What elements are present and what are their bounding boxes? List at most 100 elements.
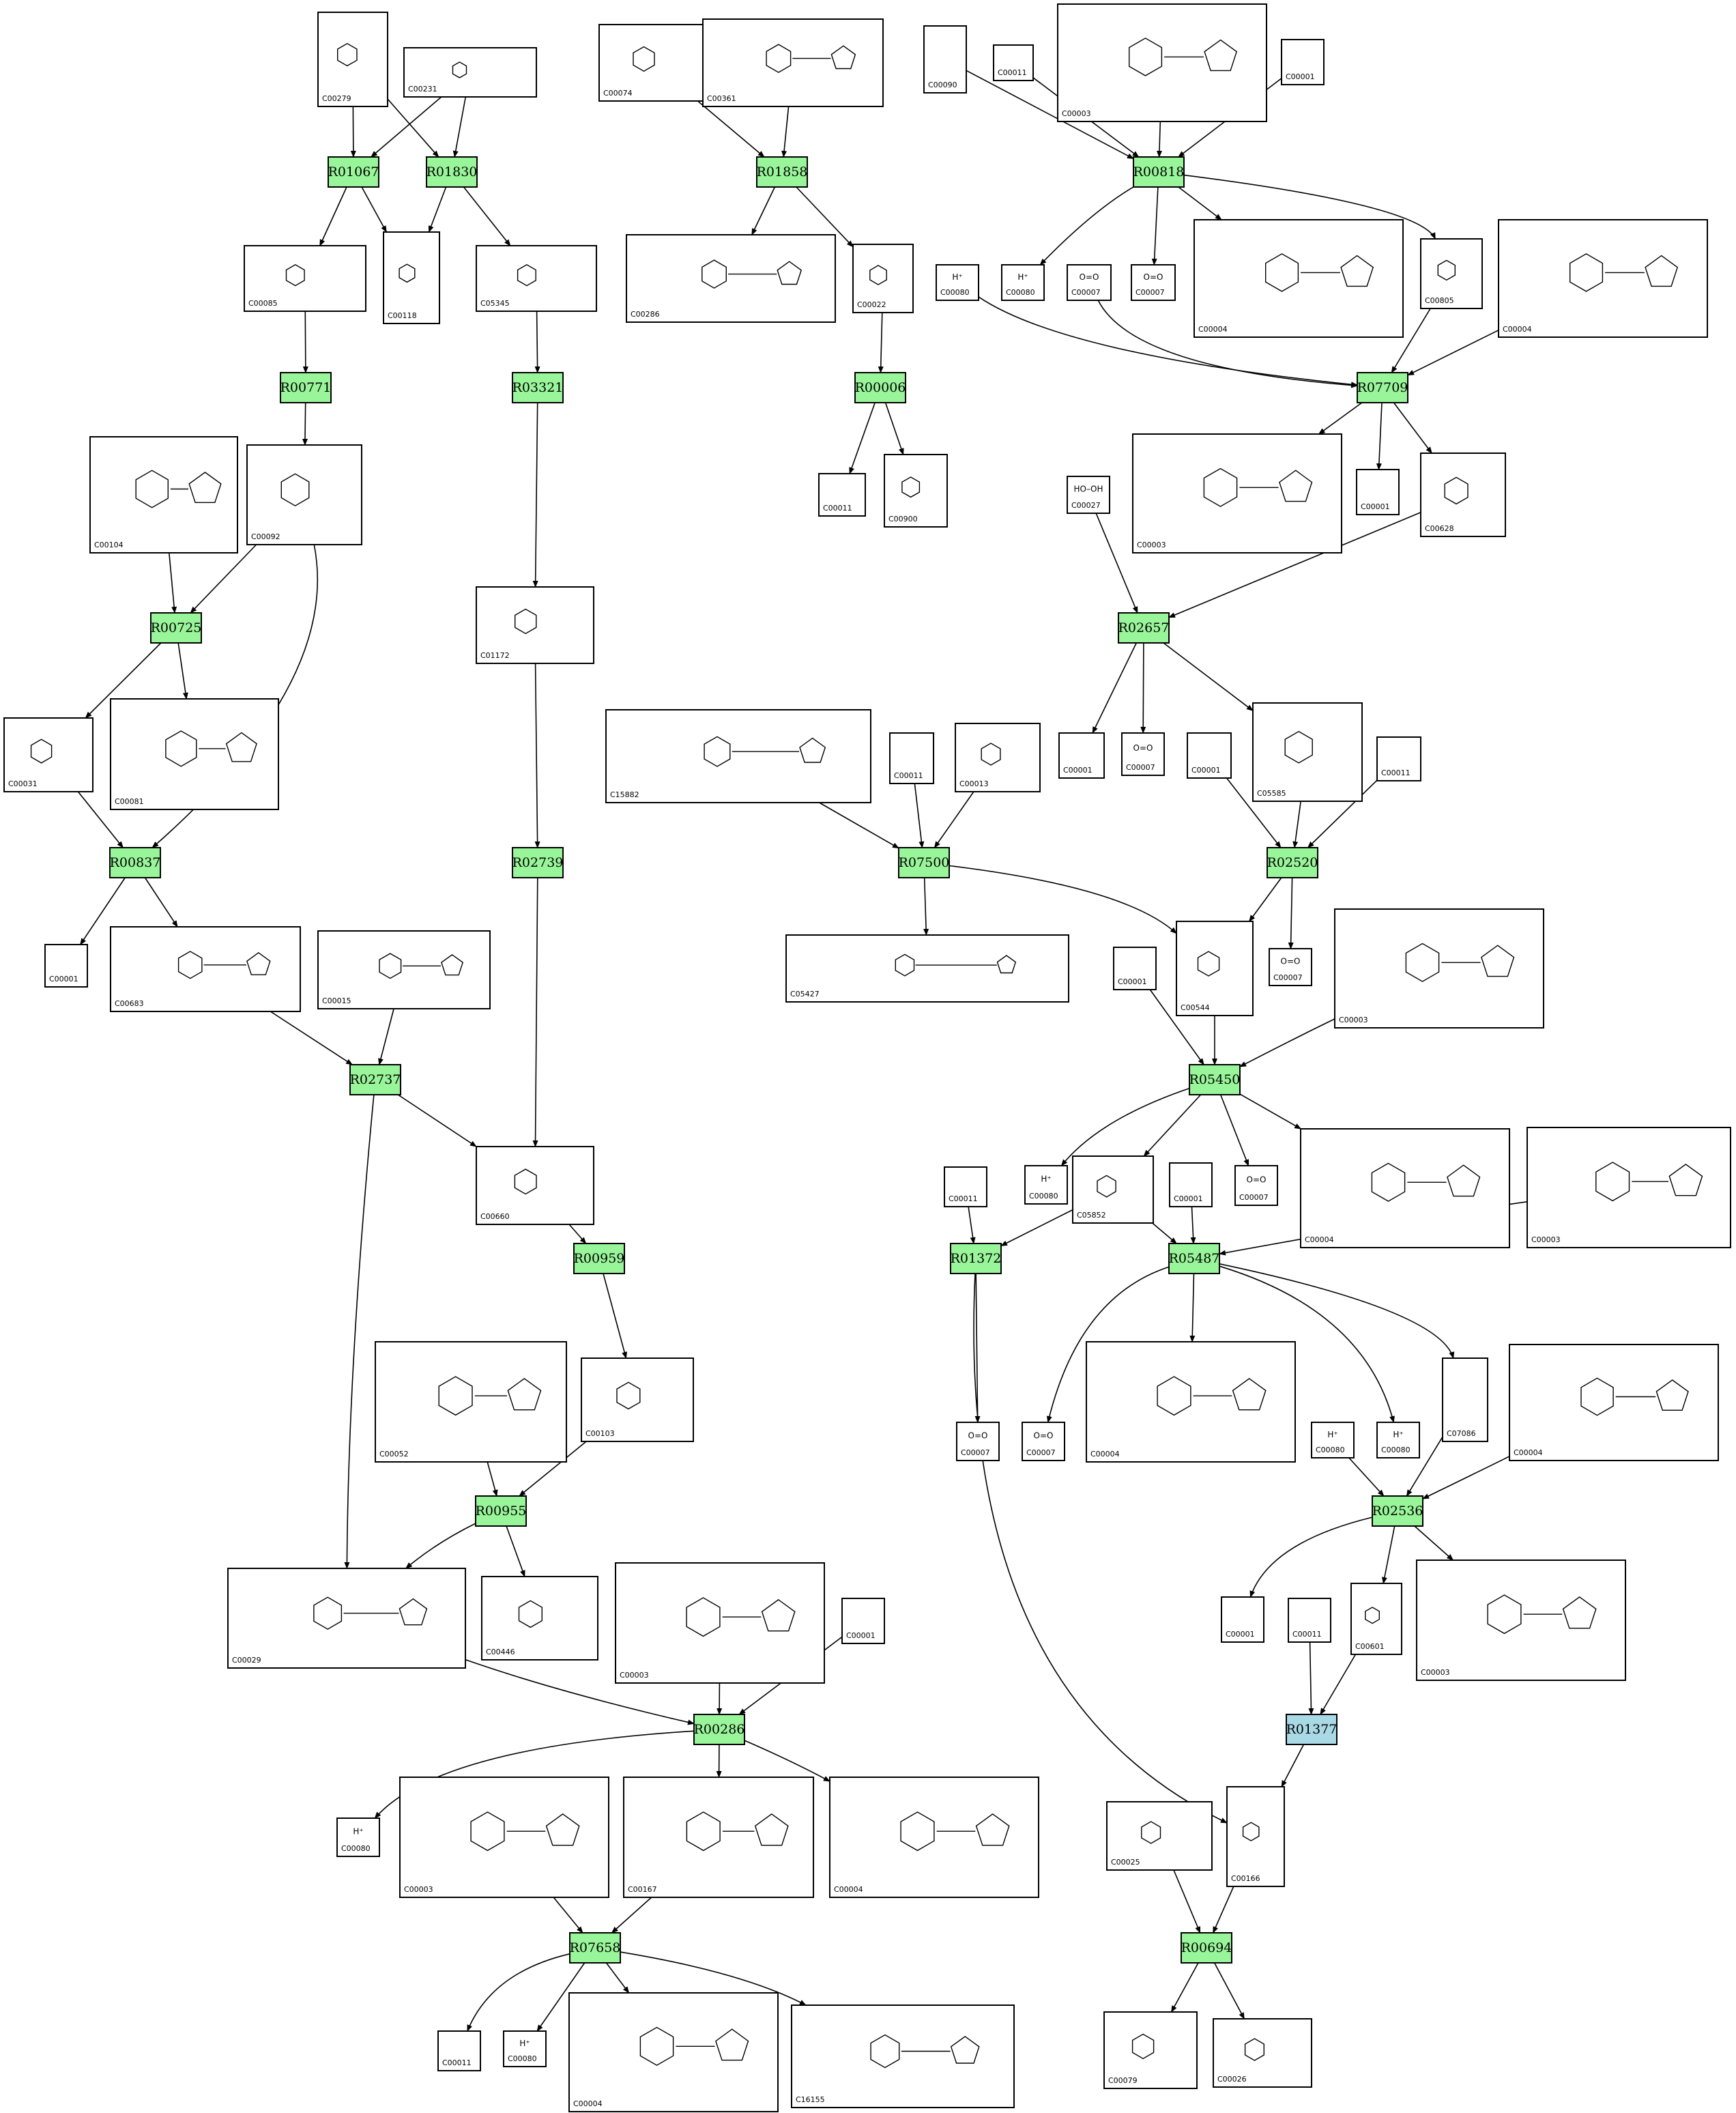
compound-c00601[interactable]: C00601: [1350, 1583, 1402, 1655]
reaction-r02737[interactable]: R02737: [349, 1064, 401, 1095]
compound-c00074[interactable]: C00074: [598, 24, 706, 102]
reaction-r00771[interactable]: R00771: [280, 372, 332, 403]
compound-c00079[interactable]: C00079: [1103, 2011, 1198, 2089]
compound-c00001[interactable]: C00001: [1187, 732, 1232, 779]
compound-c00011[interactable]: C00011: [1288, 1598, 1331, 1643]
compound-c00031[interactable]: C00031: [3, 717, 93, 792]
compound-c00001[interactable]: C00001: [841, 1598, 885, 1644]
reaction-r00694[interactable]: R00694: [1181, 1932, 1232, 1964]
compound-c00003[interactable]: C00003: [1132, 433, 1342, 554]
compound-c00011[interactable]: C00011: [437, 2030, 481, 2071]
reaction-r05450[interactable]: R05450: [1189, 1064, 1241, 1095]
compound-c07086[interactable]: C07086: [1442, 1357, 1488, 1442]
compound-c00026[interactable]: C00026: [1213, 2018, 1312, 2088]
reaction-r00006[interactable]: R00006: [854, 372, 906, 403]
reaction-r01858[interactable]: R01858: [756, 156, 808, 188]
compound-c00001[interactable]: C00001: [1169, 1162, 1213, 1207]
compound-c00001[interactable]: C00001: [1113, 947, 1157, 990]
reaction-r03321[interactable]: R03321: [512, 372, 564, 403]
compound-c00166[interactable]: C00166: [1226, 1786, 1285, 1887]
reaction-r02536[interactable]: R02536: [1372, 1495, 1423, 1527]
compound-c00683[interactable]: C00683: [110, 926, 301, 1012]
compound-c00103[interactable]: C00103: [581, 1357, 694, 1442]
compound-c00080[interactable]: H⁺C00080: [1024, 1165, 1068, 1205]
compound-c00013[interactable]: C00013: [955, 723, 1041, 792]
compound-c00004[interactable]: C00004: [1498, 219, 1708, 338]
compound-c01172[interactable]: C01172: [476, 586, 594, 664]
compound-c05345[interactable]: C05345: [476, 245, 597, 312]
reaction-r01067[interactable]: R01067: [328, 156, 379, 188]
compound-c15882[interactable]: C15882: [605, 709, 871, 803]
compound-c00011[interactable]: C00011: [944, 1166, 987, 1207]
compound-c00004[interactable]: C00004: [829, 1777, 1039, 1898]
compound-c00022[interactable]: C00022: [852, 244, 914, 313]
compound-c00003[interactable]: C00003: [1057, 3, 1267, 122]
compound-c00015[interactable]: C00015: [317, 930, 491, 1009]
compound-c00118[interactable]: C00118: [383, 231, 440, 324]
compound-c00001[interactable]: C00001: [44, 944, 88, 988]
compound-c05852[interactable]: C05852: [1072, 1155, 1154, 1224]
compound-c00279[interactable]: C00279: [317, 12, 388, 107]
compound-c00231[interactable]: C00231: [403, 47, 537, 98]
compound-c00080[interactable]: H⁺C00080: [503, 2030, 547, 2067]
reaction-r02520[interactable]: R02520: [1267, 847, 1318, 878]
compound-c00001[interactable]: C00001: [1356, 469, 1400, 515]
reaction-r00959[interactable]: R00959: [573, 1243, 625, 1274]
compound-c00001[interactable]: C00001: [1281, 39, 1325, 85]
compound-c00004[interactable]: C00004: [568, 1992, 779, 2112]
compound-c00004[interactable]: C00004: [1300, 1128, 1510, 1248]
reaction-r00286[interactable]: R00286: [693, 1714, 745, 1745]
compound-c00003[interactable]: C00003: [615, 1562, 825, 1684]
compound-c00004[interactable]: C00004: [1509, 1344, 1719, 1461]
compound-c00003[interactable]: C00003: [399, 1777, 609, 1898]
compound-c00011[interactable]: C00011: [993, 44, 1034, 81]
reaction-r07709[interactable]: R07709: [1357, 372, 1408, 403]
reaction-r01830[interactable]: R01830: [426, 156, 478, 188]
reaction-r00837[interactable]: R00837: [109, 847, 161, 878]
compound-c00544[interactable]: C00544: [1176, 921, 1254, 1016]
compound-c00080[interactable]: H⁺C00080: [936, 264, 979, 301]
compound-c00092[interactable]: C00092: [246, 444, 362, 545]
compound-c00660[interactable]: C00660: [476, 1146, 594, 1225]
compound-c00003[interactable]: C00003: [1527, 1127, 1731, 1248]
compound-c00080[interactable]: H⁺C00080: [1001, 264, 1045, 301]
compound-c16155[interactable]: C16155: [791, 2004, 1015, 2108]
compound-c00003[interactable]: C00003: [1334, 908, 1544, 1029]
reaction-r01377[interactable]: R01377: [1286, 1714, 1337, 1745]
compound-c00628[interactable]: C00628: [1420, 452, 1506, 537]
compound-c00085[interactable]: C00085: [244, 245, 366, 312]
reaction-r01372[interactable]: R01372: [950, 1243, 1002, 1274]
compound-c05585[interactable]: C05585: [1252, 702, 1363, 802]
compound-c00080[interactable]: H⁺C00080: [336, 1817, 380, 1857]
reaction-r07500[interactable]: R07500: [898, 847, 950, 878]
reaction-r00818[interactable]: R00818: [1133, 156, 1185, 188]
compound-c00001[interactable]: C00001: [1058, 732, 1105, 779]
reaction-r05487[interactable]: R05487: [1168, 1243, 1220, 1274]
reaction-r07658[interactable]: R07658: [569, 1932, 621, 1964]
compound-c00025[interactable]: C00025: [1106, 1801, 1213, 1871]
compound-c00080[interactable]: H⁺C00080: [1311, 1422, 1355, 1458]
reaction-r02657[interactable]: R02657: [1118, 612, 1170, 644]
reaction-r02739[interactable]: R02739: [512, 847, 564, 878]
compound-c00286[interactable]: C00286: [626, 234, 836, 323]
compound-c00001[interactable]: C00001: [1221, 1596, 1264, 1643]
compound-c00004[interactable]: C00004: [1086, 1341, 1296, 1463]
compound-c00900[interactable]: C00900: [884, 454, 948, 528]
compound-c05427[interactable]: C05427: [785, 934, 1069, 1003]
compound-c00029[interactable]: C00029: [227, 1568, 466, 1669]
compound-c00104[interactable]: C00104: [89, 436, 238, 554]
compound-c00011[interactable]: C00011: [818, 473, 866, 517]
reaction-r00725[interactable]: R00725: [150, 612, 202, 644]
reaction-r00955[interactable]: R00955: [475, 1495, 527, 1527]
compound-c00446[interactable]: C00446: [481, 1576, 598, 1661]
compound-c00004[interactable]: C00004: [1194, 219, 1404, 338]
compound-c00011[interactable]: C00011: [889, 732, 934, 784]
